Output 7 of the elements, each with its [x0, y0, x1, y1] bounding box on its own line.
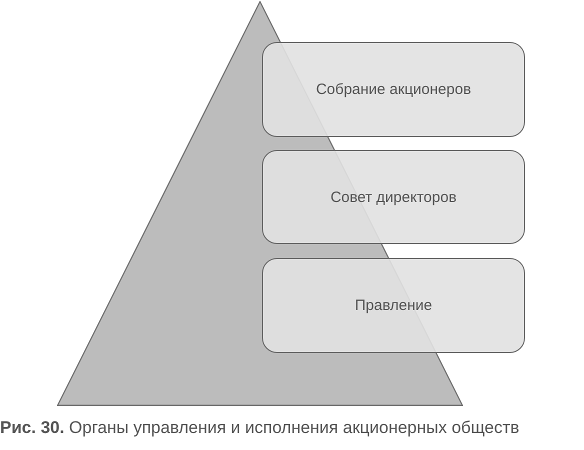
level-label: Совет директоров — [330, 188, 457, 206]
level-box — [262, 42, 525, 137]
figure-caption: Рис. 30. Органы управления и исполнения акционерных обществ — [0, 418, 520, 438]
level-box — [262, 258, 525, 353]
level-label: Правление — [354, 297, 432, 314]
level-box — [262, 150, 525, 244]
level-label: Собрание акционеров — [316, 81, 472, 98]
